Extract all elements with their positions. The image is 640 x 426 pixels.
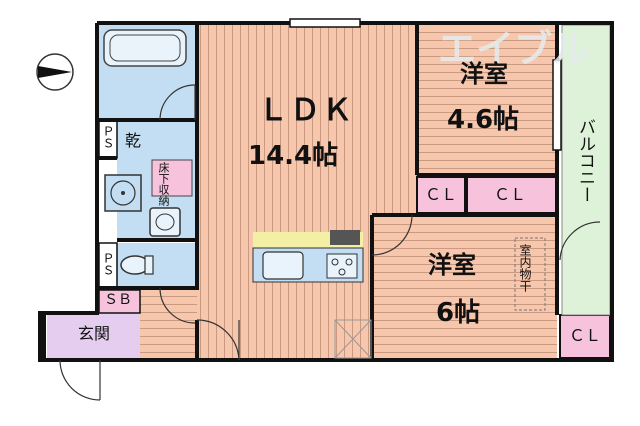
watermark: エイブル — [438, 28, 590, 71]
underfloor-storage — [151, 159, 193, 197]
bedroom1-name: 洋室 — [460, 60, 508, 88]
bathtub — [103, 29, 187, 67]
dressing-label: 乾 — [125, 131, 142, 150]
ldk-name: ＬＤＫ — [258, 93, 354, 128]
entrance-label: 玄関 — [78, 324, 111, 343]
balcony — [561, 24, 611, 316]
bedroom1-floor — [417, 25, 557, 175]
stove — [326, 253, 358, 279]
entry-hall-floor — [140, 290, 197, 358]
ps-upper-label: ＰＳ — [101, 125, 115, 149]
bedroom2-size: 6帖 — [436, 298, 481, 328]
wash-basin — [149, 207, 181, 237]
door-swings — [59, 84, 601, 401]
ldk-size: 14.4帖 — [248, 141, 339, 171]
underfloor-label: 床下収納 — [157, 162, 170, 206]
bedroom2-name: 洋室 — [428, 251, 476, 279]
shoe-box-label: ＳＢ — [104, 292, 132, 308]
bedroom2-floor — [372, 215, 557, 358]
closet-bedroom2-label: ＣＬ — [425, 185, 458, 204]
entrance-floor — [47, 313, 140, 358]
compass-icon — [36, 53, 74, 91]
balcony-label: バルコニー — [575, 118, 595, 203]
closet-bedroom1-label: ＣＬ — [494, 185, 527, 204]
closet-right-label: ＣＬ — [569, 326, 602, 345]
ps-lower-label: ＰＳ — [101, 252, 115, 276]
closet-right — [559, 314, 611, 359]
kitchen-sink — [262, 251, 304, 280]
indoor-drying-label: 室内物干 — [518, 244, 532, 292]
ceiling-hatch — [334, 319, 372, 359]
bedroom1-size: 4.6帖 — [447, 105, 520, 135]
